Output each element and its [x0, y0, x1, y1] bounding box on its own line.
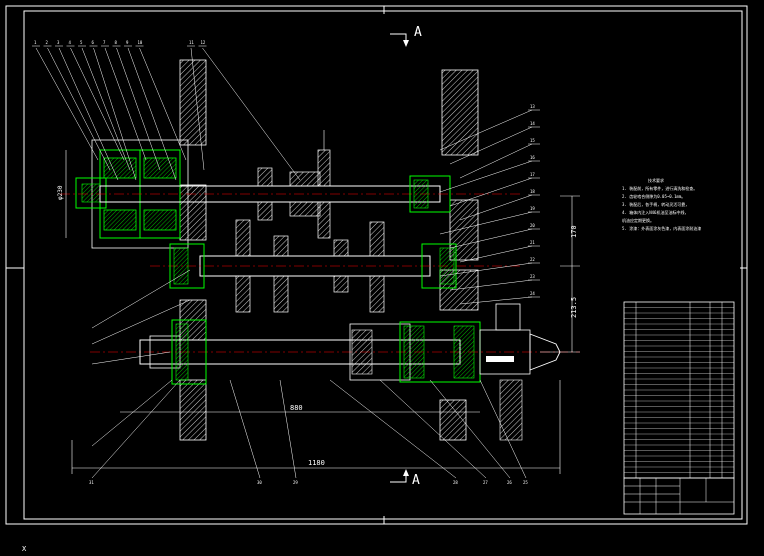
corner-marker: X [22, 545, 27, 552]
balloon-leader [91, 351, 171, 365]
dim-vertical-2: 213.5 [570, 297, 578, 318]
balloon-label: 14 [530, 121, 535, 126]
balloon-label: 28 [453, 480, 458, 485]
dim-total-width: 1180 [308, 459, 325, 467]
balloon-leader: 19 [439, 206, 540, 235]
balloon-leader: 18 [459, 189, 540, 221]
balloon-leader: 14 [449, 121, 540, 165]
balloon-leader: 23 [449, 274, 540, 291]
balloon-leader: 8 [112, 40, 161, 171]
top-gear-cluster [257, 130, 331, 239]
balloon-label: 10 [138, 40, 143, 45]
balloon-label: 12 [201, 40, 206, 45]
parts-list-table [623, 301, 735, 479]
balloon-leader: 3 [55, 40, 119, 181]
balloon-leader: 16 [439, 155, 540, 193]
tech-note-line: 4. 箱体内注入N46机油至油标中线， [622, 209, 688, 215]
dimension-lines: 1180 880 170 213.5 φ230 [57, 150, 580, 474]
balloon-label: 11 [189, 40, 194, 45]
input-pulley [75, 139, 189, 249]
balloon-leader: 10 [135, 40, 187, 161]
balloon-label: 9 [126, 40, 129, 45]
balloon-label: 3 [57, 40, 60, 45]
tech-note-line: 2. 齿轮啮合侧隙为0.05~0.1mm。 [622, 193, 685, 199]
main-spindle [90, 303, 580, 441]
balloon-leader: 26 [429, 379, 512, 485]
tech-note-line: 3. 装配后，各手柄，转动灵活可靠， [622, 201, 689, 207]
balloon-label: 31 [89, 480, 94, 485]
balloon-label: 8 [115, 40, 118, 45]
middle-shaft [150, 219, 520, 313]
dim-inner-width: 880 [290, 404, 303, 412]
balloon-leader: 2 [43, 40, 111, 171]
balloon-label: 23 [530, 274, 535, 279]
tech-note-line: 1. 装配前，所有零件，进行清洗和检查。 [622, 185, 697, 191]
balloon-label: 5 [80, 40, 83, 45]
leaders-right: 13 14 15 16 17 18 19 20 21 22 23 24 [439, 104, 540, 305]
balloon-leader: 28 [329, 379, 458, 485]
balloon-label: 27 [483, 480, 488, 485]
balloon-label: 1 [34, 40, 37, 45]
tech-note-line: 5. 涂漆：外表面涂灰色漆，内表面涂耐油漆 [622, 225, 701, 231]
balloon-leader: 15 [459, 138, 540, 179]
balloon-leader: 9 [124, 40, 177, 181]
balloon-label: 24 [530, 291, 535, 296]
balloon-leader: 17 [449, 172, 540, 207]
section-marker-top: A [390, 25, 422, 47]
balloon-leader: 11 [187, 40, 205, 171]
section-label-top: A [414, 25, 422, 40]
balloon-leader [91, 269, 191, 329]
dim-vertical-1: 170 [570, 225, 578, 238]
balloon-label: 19 [530, 206, 535, 211]
balloon-label: 4 [69, 40, 72, 45]
balloon-leader: 30 [229, 379, 262, 485]
leaders-bottom: 31 30 29 28 27 26 25 [89, 269, 528, 485]
balloon-label: 22 [530, 257, 535, 262]
balloon-leader: 27 [379, 379, 488, 485]
balloon-label: 30 [257, 480, 262, 485]
balloon-label: 17 [530, 172, 535, 177]
technical-requirements: 技术要求 1. 装配前，所有零件，进行清洗和检查。 2. 齿轮啮合侧隙为0.05~0… [622, 177, 701, 231]
balloon-leader: 21 [459, 240, 540, 263]
balloon-leader [91, 299, 191, 345]
balloon-leader: 20 [449, 223, 540, 249]
balloon-leader [91, 379, 173, 447]
balloon-leader: 5 [78, 40, 131, 171]
balloon-label: 20 [530, 223, 535, 228]
title-block [623, 477, 735, 515]
sheet-border-outer [5, 5, 748, 525]
balloon-leader: 1 [32, 40, 99, 161]
tech-note-line: 技术要求 [648, 177, 664, 183]
balloon-label: 16 [530, 155, 535, 160]
balloon-leader: 25 [479, 379, 528, 485]
section-marker-bottom: A [390, 469, 420, 488]
balloon-leader: 12 [198, 40, 301, 181]
balloon-leader: 13 [439, 104, 540, 151]
tech-note-line: 机油应定期更换。 [622, 217, 654, 223]
sheet-border-inner [23, 10, 743, 520]
balloon-label: 13 [530, 104, 535, 109]
balloon-label: 18 [530, 189, 535, 194]
balloon-label: 15 [530, 138, 535, 143]
section-label-bottom: A [412, 473, 420, 488]
dim-left-dia: φ230 [57, 185, 64, 200]
balloon-label: 25 [523, 480, 528, 485]
balloon-label: 29 [293, 480, 298, 485]
balloon-leader: 22 [439, 257, 540, 277]
balloon-leader: 6 [89, 40, 137, 181]
balloon-label: 6 [92, 40, 95, 45]
balloon-label: 2 [46, 40, 49, 45]
balloon-leader: 29 [279, 379, 298, 485]
right-housing-wall [439, 69, 479, 441]
balloon-label: 26 [507, 480, 512, 485]
balloon-label: 21 [530, 240, 535, 245]
balloon-leader: 7 [101, 40, 147, 161]
balloon-leader: 24 [459, 291, 540, 305]
balloon-label: 7 [103, 40, 106, 45]
balloon-leader: 4 [66, 40, 125, 161]
balloon-leader: 31 [89, 379, 181, 485]
